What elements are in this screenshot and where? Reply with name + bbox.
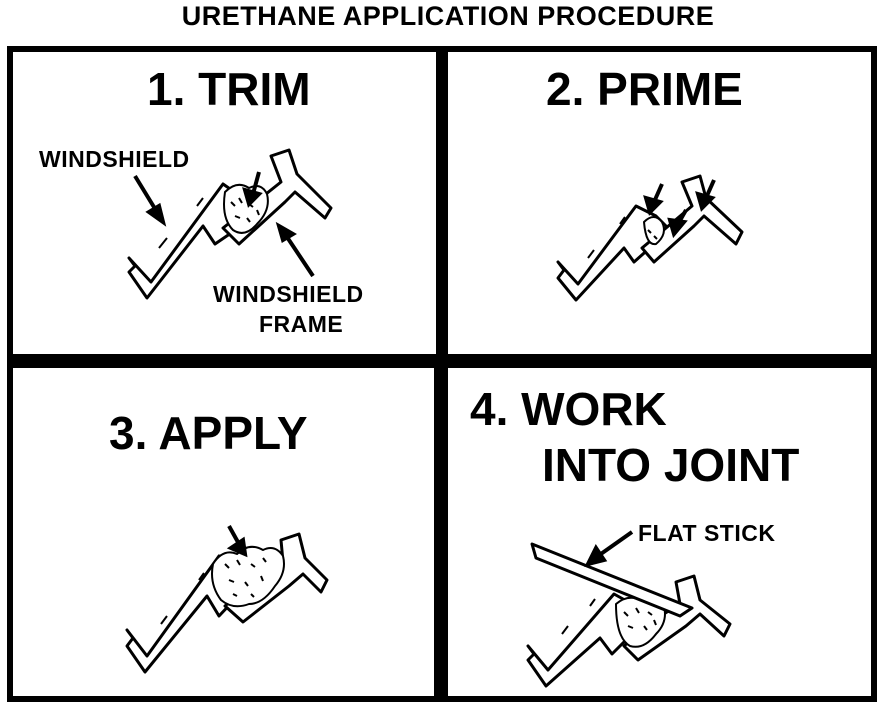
frame-label-line1: WINDSHIELD bbox=[213, 281, 364, 307]
work-into-joint-illustration bbox=[526, 530, 732, 688]
frame-label-line2: FRAME bbox=[259, 311, 344, 337]
panel-apply: 3. APPLY bbox=[13, 368, 434, 696]
windshield-label: WINDSHIELD bbox=[39, 146, 190, 172]
apply-illustration bbox=[125, 525, 329, 674]
trim-illustration bbox=[127, 148, 333, 300]
panel-prime: 2. PRIME bbox=[448, 52, 871, 354]
panel-trim: 1. TRIM WINDSHIELD WINDSHIELD FRAME bbox=[13, 52, 436, 354]
step-heading-line2: INTO JOINT bbox=[542, 439, 800, 491]
step-heading: 1. TRIM bbox=[147, 63, 311, 115]
diagram-title: URETHANE APPLICATION PROCEDURE bbox=[181, 1, 715, 31]
prime-illustration bbox=[556, 174, 744, 302]
step-heading-line1: 4. WORK bbox=[470, 383, 667, 435]
flat-stick-label: FLAT STICK bbox=[638, 520, 776, 546]
step-heading: 3. APPLY bbox=[109, 407, 308, 459]
vertical-divider-top bbox=[436, 46, 448, 358]
step-heading: 2. PRIME bbox=[546, 63, 743, 115]
vertical-divider-bottom bbox=[434, 364, 448, 702]
panel-work-into-joint: 4. WORK INTO JOINT FLAT STICK bbox=[448, 368, 871, 696]
horizontal-divider bbox=[7, 354, 877, 368]
